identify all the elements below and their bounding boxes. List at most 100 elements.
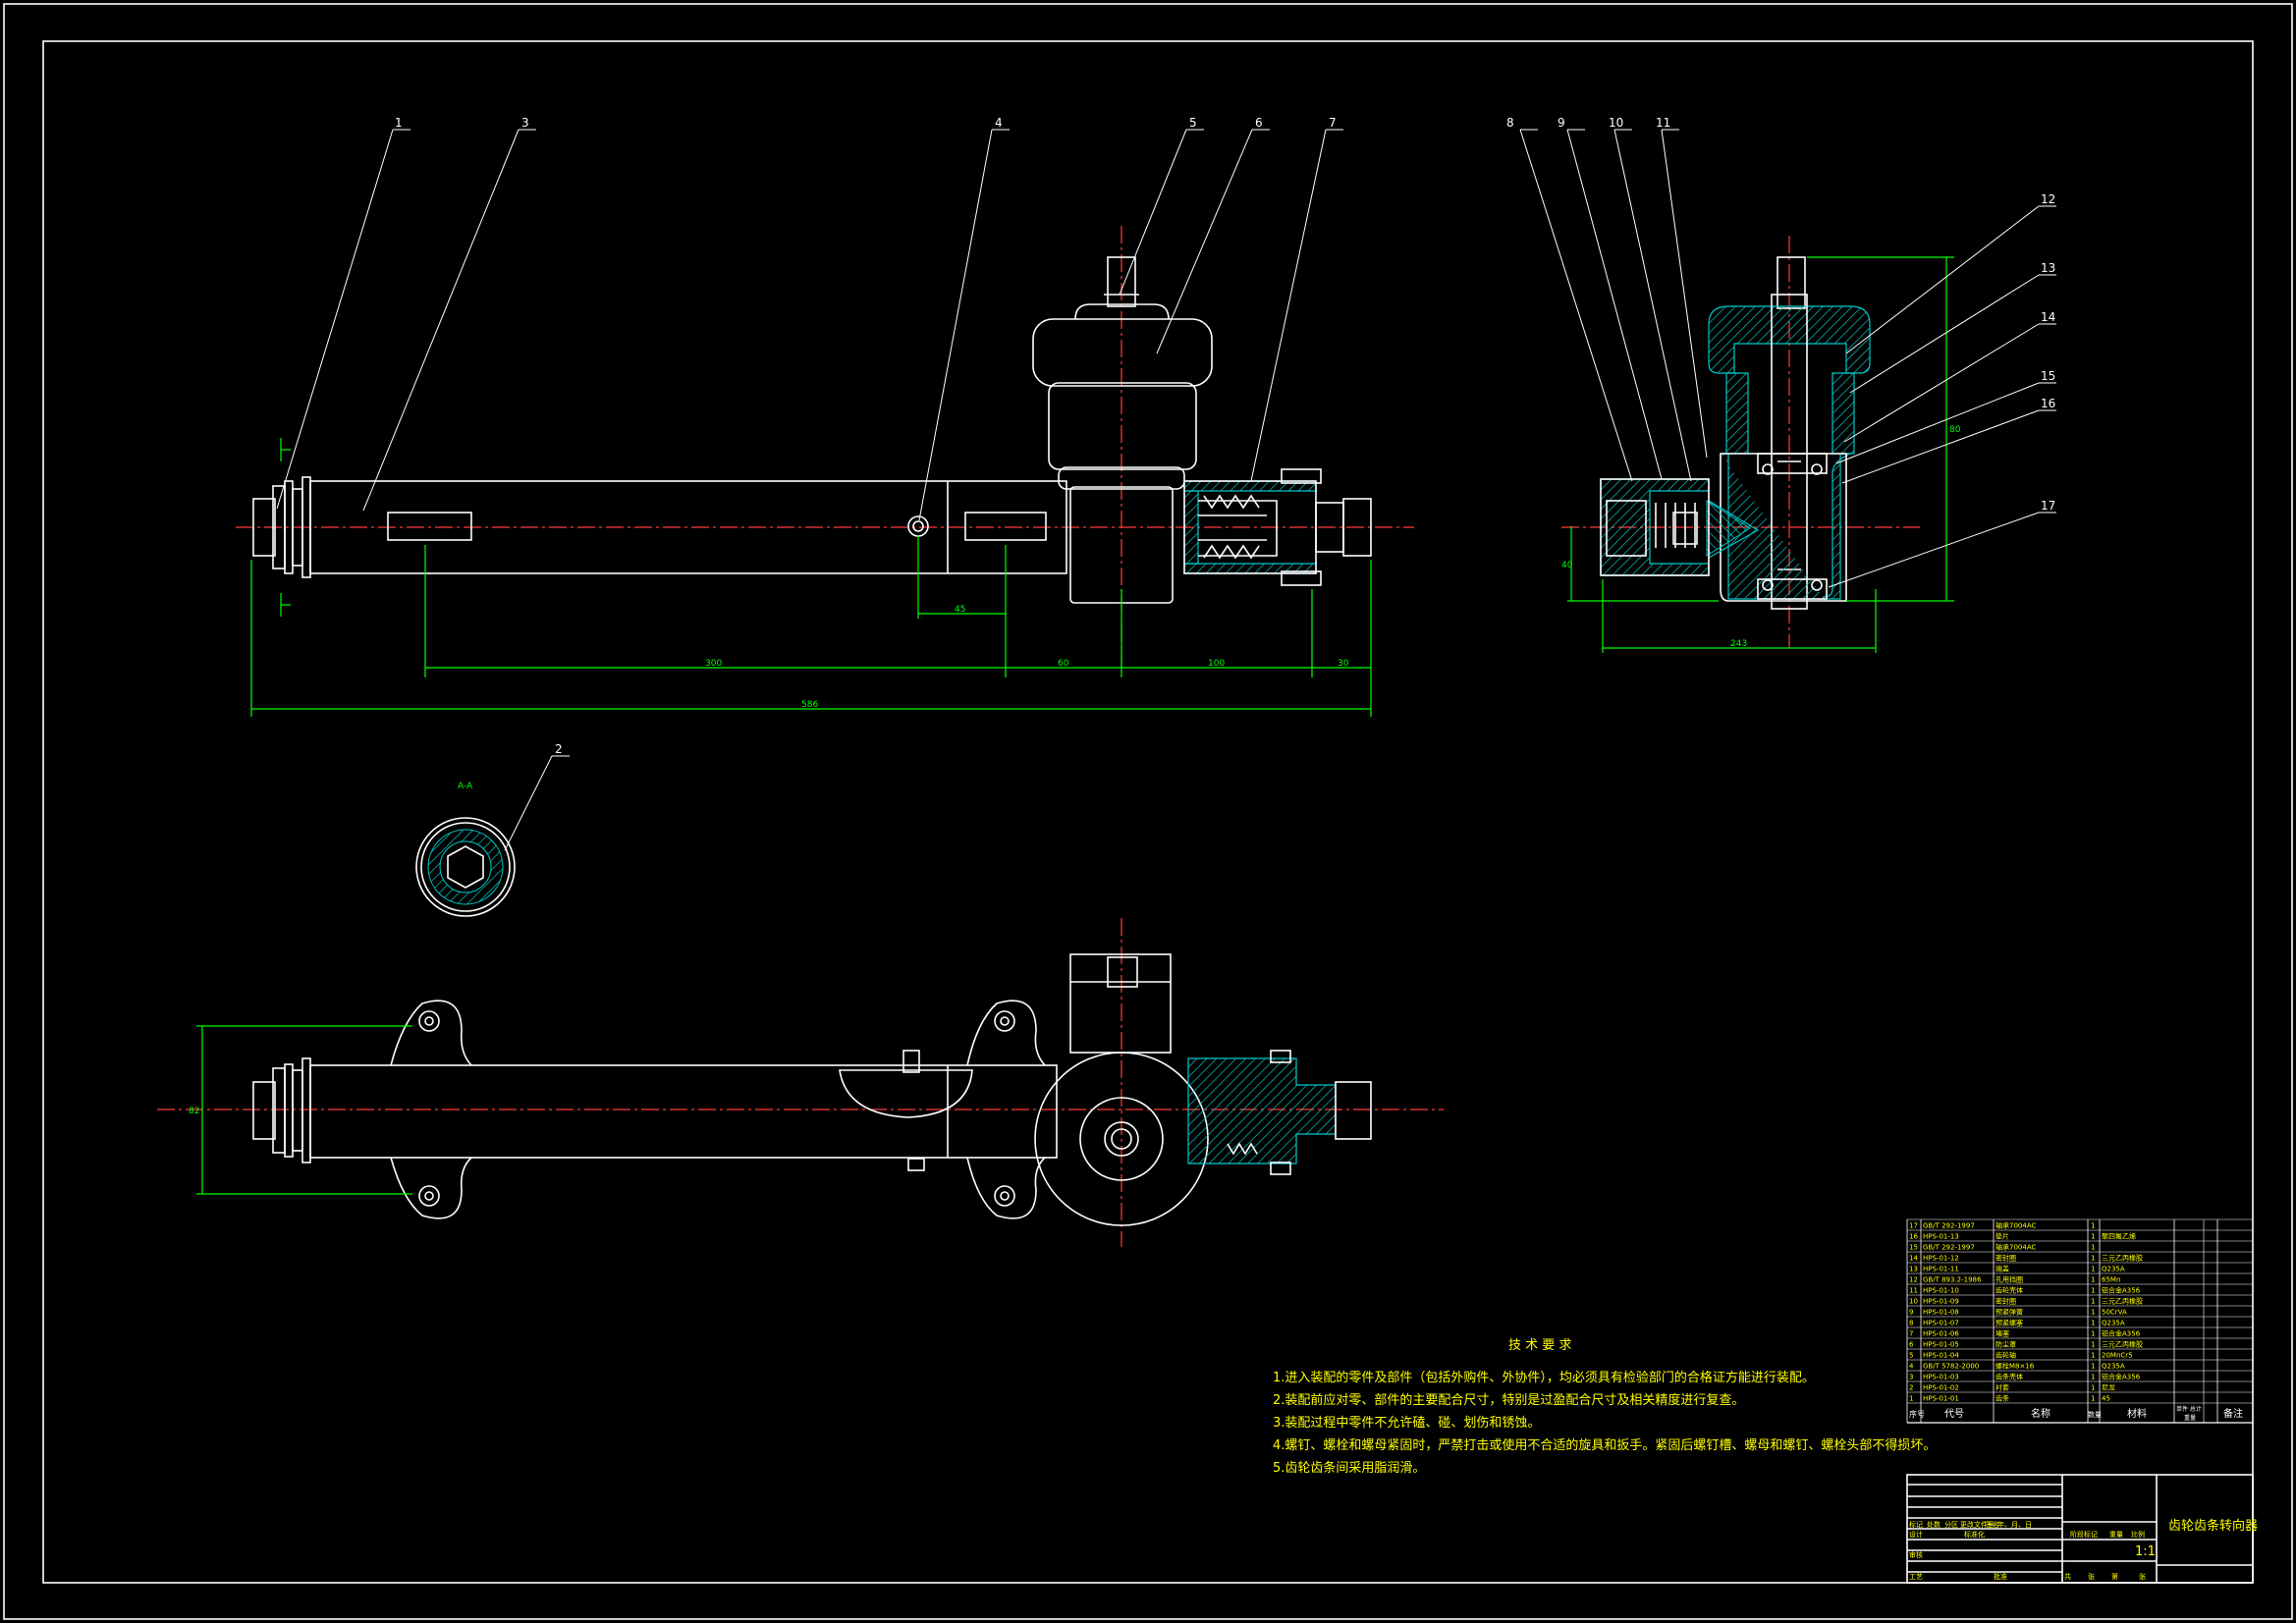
tech-line-5: 5.齿轮齿条间采用脂润滑。 — [1273, 1460, 1425, 1476]
bom-row-qty: 1 — [2091, 1374, 2095, 1381]
bom-row-name: 齿条壳体 — [1995, 1373, 2023, 1381]
bom-row-no: 1 — [1909, 1395, 1913, 1403]
balloon-13: 13 — [2041, 261, 2055, 275]
bom-row-material: 铝合金A356 — [2102, 1329, 2141, 1338]
title-block-label: 标准化 — [1964, 1530, 1985, 1539]
bom-row-code: HPS-01-05 — [1923, 1341, 1959, 1349]
bom-row-name: 轴承7004AC — [1995, 1221, 2036, 1230]
bom-header-note: 备注 — [2223, 1407, 2243, 1420]
bom-row-name: 预紧弹簧 — [1995, 1308, 2023, 1317]
bom-row-material: 铝合金A356 — [2102, 1373, 2141, 1381]
bom-row-qty: 1 — [2091, 1395, 2095, 1403]
bom-row-no: 13 — [1909, 1266, 1918, 1273]
dim-60: 60 — [1058, 659, 1069, 669]
bom-row-code: HPS-01-02 — [1923, 1384, 1959, 1392]
balloon-14: 14 — [2041, 310, 2055, 324]
drawing-title: 齿轮齿条转向器 — [2168, 1518, 2258, 1534]
bom-row-no: 8 — [1909, 1320, 1913, 1327]
bom-row-qty: 1 — [2091, 1244, 2095, 1252]
title-block-label: 第 — [2111, 1572, 2118, 1581]
dim-243: 243 — [1730, 639, 1747, 649]
bom-row-material: 65Mn — [2102, 1276, 2120, 1284]
bom-row-qty: 1 — [2091, 1341, 2095, 1349]
side-section-view: 243 40 80 — [1561, 236, 1961, 653]
title-block-label: 批准 — [1994, 1572, 2007, 1581]
bom-row-no: 4 — [1909, 1363, 1914, 1371]
title-block-label: 设计 — [1909, 1530, 1923, 1539]
bom-header-name: 名称 — [2031, 1407, 2050, 1420]
bom-row-qty: 1 — [2091, 1298, 2095, 1306]
bom-row-material: 三元乙丙橡胶 — [2102, 1297, 2143, 1306]
bom-row-name: 端盖 — [1995, 1265, 2009, 1273]
bom-row-qty: 1 — [2091, 1255, 2095, 1263]
balloon-4: 4 — [995, 116, 1003, 130]
tech-line-1: 1.进入装配的零件及部件（包括外购件、外协件），均必须具有检验部门的合格证方能进… — [1273, 1370, 1815, 1385]
bom-row-code: HPS-01-12 — [1923, 1255, 1959, 1263]
tech-line-2: 2.装配前应对零、部件的主要配合尺寸，特别是过盈配合尺寸及相关精度进行复查。 — [1273, 1392, 1744, 1408]
title-block-label: 签名 — [1986, 1520, 1999, 1529]
tech-line-3: 3.装配过程中零件不允许磕、碰、划伤和锈蚀。 — [1273, 1415, 1540, 1431]
title-block-label: 张 — [2088, 1572, 2095, 1581]
bom-row-no: 6 — [1909, 1341, 1914, 1349]
bom-row-code: HPS-01-07 — [1923, 1320, 1959, 1327]
title-block-label: 审核 — [1909, 1550, 1923, 1559]
bom-row-name: 轴承7004AC — [1995, 1243, 2036, 1252]
title-block-label: 标记 — [1909, 1520, 1923, 1529]
top-view: 82 — [157, 918, 1444, 1247]
bom-row-qty: 1 — [2091, 1330, 2095, 1338]
dim-82: 82 — [189, 1107, 199, 1116]
bom-row-qty: 1 — [2091, 1266, 2095, 1273]
title-block-label: 处数 — [1927, 1520, 1941, 1529]
bom-row-code: GB/T 292-1997 — [1923, 1244, 1975, 1252]
balloon-8: 8 — [1506, 116, 1514, 130]
balloon-11: 11 — [1656, 116, 1670, 130]
bom-row-code: HPS-01-08 — [1923, 1309, 1959, 1317]
bom-header-qty: 数量 — [2088, 1410, 2102, 1419]
scale-value: 1:1 — [2135, 1544, 2156, 1559]
bom-row-name: 螺栓M8×16 — [1995, 1362, 2035, 1371]
bom-row-material: Q235A — [2102, 1266, 2125, 1273]
title-block-label: 重量 — [2109, 1531, 2123, 1539]
front-view: 300 60 100 30 586 45 — [236, 226, 1414, 717]
bom-row-name: 垫片 — [1995, 1232, 2009, 1241]
title-block-label: 比例 — [2131, 1530, 2145, 1539]
balloon-9: 9 — [1558, 116, 1565, 130]
bom-row-qty: 1 — [2091, 1352, 2095, 1360]
bom-row-name: 齿轮壳体 — [1995, 1286, 2023, 1295]
section-mark: A-A — [458, 782, 473, 791]
title-block-label: 更改文件号 — [1960, 1520, 1995, 1529]
bom-row-code: HPS-01-10 — [1923, 1287, 1959, 1295]
bom-row-name: 预紧螺塞 — [1995, 1319, 2023, 1327]
bom-row-qty: 1 — [2091, 1233, 2095, 1241]
balloon-3: 3 — [521, 116, 529, 130]
bom-row-name: 密封圈 — [1995, 1297, 2016, 1306]
bom-row-code: GB/T 292-1997 — [1923, 1222, 1975, 1230]
bom-row-qty: 1 — [2091, 1222, 2095, 1230]
bom-row-name: 齿轮轴 — [1995, 1351, 2016, 1360]
bom-header-material: 材料 — [2127, 1407, 2147, 1420]
bom-row-material: 尼龙 — [2102, 1383, 2115, 1392]
bom-row-no: 12 — [1909, 1276, 1918, 1284]
bom-row-no: 11 — [1909, 1287, 1918, 1295]
technical-requirements: 技 术 要 求 1.进入装配的零件及部件（包括外购件、外协件），均必须具有检验部… — [1273, 1338, 1936, 1476]
bom-row-material: 三元乙丙橡胶 — [2102, 1340, 2143, 1349]
bom-row-code: HPS-01-09 — [1923, 1298, 1959, 1306]
bom-row-no: 3 — [1909, 1374, 1913, 1381]
dim-586: 586 — [801, 700, 818, 710]
bom-row-qty: 1 — [2091, 1309, 2095, 1317]
balloon-16: 16 — [2041, 397, 2055, 410]
bom-row-code: HPS-01-06 — [1923, 1330, 1959, 1338]
bom-row-no: 5 — [1909, 1352, 1913, 1360]
balloon-7: 7 — [1329, 116, 1337, 130]
bom-row-name: 密封圈 — [1995, 1254, 2016, 1263]
bom-row-material: 聚四氟乙烯 — [2102, 1232, 2136, 1241]
balloon-1: 1 — [395, 116, 403, 130]
bom-row-name: 防尘罩 — [1995, 1340, 2016, 1349]
dim-80: 80 — [1949, 425, 1961, 435]
bom-row-material: 20MnCr5 — [2102, 1352, 2133, 1360]
bom-row-material: 铝合金A356 — [2102, 1286, 2141, 1295]
bom-row-name: 衬套 — [1995, 1383, 2009, 1392]
bom-row-qty: 1 — [2091, 1320, 2095, 1327]
bom-row-qty: 1 — [2091, 1363, 2095, 1371]
